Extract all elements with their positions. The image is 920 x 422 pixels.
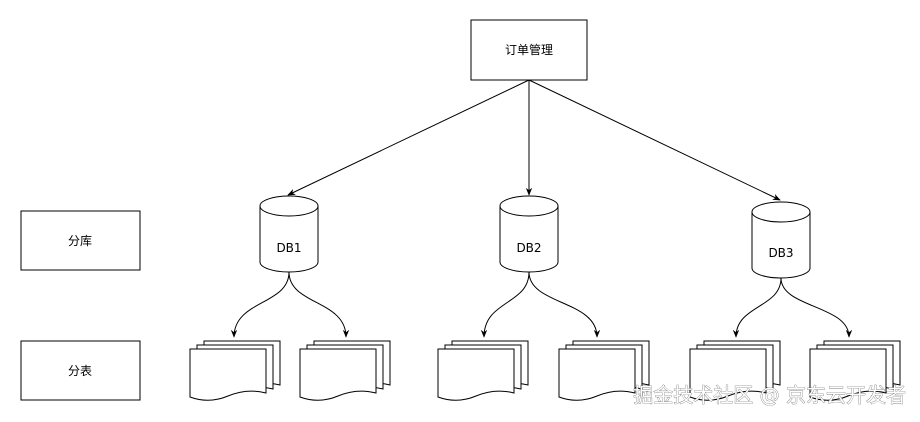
watermark-text: 掘金技术社区 @ 京东云开发者	[633, 383, 906, 407]
db-to-table-edges	[230, 271, 853, 338]
table-stack-db3-left	[689, 340, 781, 401]
edge-db1-table-right	[288, 271, 350, 338]
db3-label: DB3	[768, 246, 793, 260]
legend-shard-db: 分库	[20, 210, 141, 271]
edge-db1-table-left	[230, 271, 290, 338]
legend-shard-table: 分表	[20, 340, 141, 401]
db1-label: DB1	[276, 241, 301, 255]
database-cylinder-db3: DB3	[751, 201, 811, 279]
table-stack-db1-left	[189, 340, 281, 401]
table-stack-db2-left	[437, 340, 529, 401]
edge-db2-table-left	[480, 271, 530, 338]
root-label: 订单管理	[505, 42, 553, 57]
root-to-db-edges	[287, 79, 781, 201]
table-stack-db3-right	[809, 340, 901, 401]
database-cylinder-db1: DB1	[259, 195, 319, 273]
edge-root-db3	[528, 79, 781, 201]
table-stack-db1-right	[299, 340, 391, 401]
edge-db3-table-right	[780, 277, 853, 338]
legend-shard-table-label: 分表	[68, 364, 92, 378]
database-cylinder-db2: DB2	[499, 195, 559, 273]
edge-root-db1	[287, 79, 530, 196]
root-node: 订单管理	[470, 19, 588, 81]
edge-db3-table-left	[732, 277, 782, 338]
edge-db2-table-right	[528, 271, 601, 338]
db2-label: DB2	[516, 241, 541, 255]
table-stack-db2-right	[558, 340, 650, 401]
legend-shard-db-label: 分库	[68, 233, 92, 248]
